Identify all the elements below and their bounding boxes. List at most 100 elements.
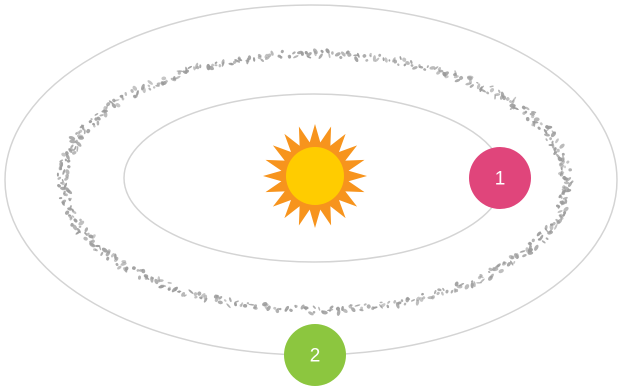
asteroid xyxy=(177,290,182,292)
asteroid xyxy=(541,240,546,244)
asteroid xyxy=(442,287,445,291)
asteroid xyxy=(489,85,494,87)
asteroid xyxy=(382,57,384,61)
asteroid xyxy=(136,268,140,272)
asteroid xyxy=(83,236,89,241)
asteroid xyxy=(531,238,535,242)
asteroid xyxy=(519,250,525,253)
asteroid xyxy=(533,244,539,252)
asteroid xyxy=(226,303,231,309)
asteroid xyxy=(441,291,445,296)
asteroid xyxy=(445,289,449,293)
asteroid xyxy=(147,79,154,85)
asteroid xyxy=(188,289,194,295)
asteroid xyxy=(194,296,198,299)
asteroid xyxy=(365,59,369,63)
asteroid xyxy=(148,87,152,91)
asteroid xyxy=(64,169,70,176)
asteroid xyxy=(57,176,62,180)
asteroid xyxy=(131,266,136,271)
asteroid xyxy=(243,304,248,308)
asteroid xyxy=(379,301,382,303)
asteroid xyxy=(522,253,527,257)
asteroid xyxy=(562,153,566,156)
asteroid xyxy=(261,301,267,307)
asteroid xyxy=(99,114,104,117)
asteroid xyxy=(90,118,93,120)
asteroid xyxy=(508,254,515,260)
asteroid xyxy=(325,48,331,55)
asteroid xyxy=(84,227,89,233)
asteroid xyxy=(214,64,217,66)
asteroid xyxy=(214,61,218,64)
sun-core xyxy=(286,147,344,205)
asteroid xyxy=(79,226,82,228)
asteroid xyxy=(437,288,442,292)
asteroid xyxy=(221,59,225,65)
asteroid xyxy=(234,302,238,307)
asteroid xyxy=(568,168,572,172)
asteroid xyxy=(450,290,453,294)
asteroid xyxy=(67,165,71,169)
asteroid xyxy=(410,64,414,67)
asteroid xyxy=(426,65,429,68)
asteroid xyxy=(339,55,343,59)
asteroid xyxy=(318,53,324,60)
asteroid xyxy=(545,138,548,141)
asteroid xyxy=(486,91,490,95)
asteroid xyxy=(359,309,364,312)
planet-1-label: 1 xyxy=(495,169,506,190)
asteroid xyxy=(513,261,516,265)
asteroid xyxy=(292,51,297,55)
asteroid xyxy=(488,271,491,273)
planet-2: 2 xyxy=(284,324,346,386)
asteroid xyxy=(176,70,183,72)
asteroid xyxy=(331,51,334,54)
asteroid xyxy=(318,306,321,310)
asteroid xyxy=(217,300,223,305)
asteroid xyxy=(96,120,99,125)
sun-icon xyxy=(263,124,367,228)
planet-2-label: 2 xyxy=(310,346,321,367)
asteroid xyxy=(124,92,127,96)
asteroid xyxy=(454,288,457,293)
asteroid xyxy=(410,60,413,64)
asteroid xyxy=(498,268,505,274)
asteroid xyxy=(73,218,78,224)
asteroid xyxy=(363,303,367,306)
asteroid xyxy=(85,128,91,134)
asteroid xyxy=(549,137,552,141)
asteroid xyxy=(354,304,360,307)
asteroid xyxy=(526,117,530,122)
asteroid xyxy=(403,302,406,305)
asteroid xyxy=(115,262,119,266)
asteroid xyxy=(434,290,437,295)
asteroid xyxy=(388,59,390,62)
asteroid xyxy=(558,143,565,150)
asteroid xyxy=(366,304,371,309)
asteroid xyxy=(415,299,419,306)
asteroid xyxy=(397,63,400,66)
asteroid xyxy=(59,197,63,200)
planet-1: 1 xyxy=(469,147,531,209)
asteroid xyxy=(88,120,92,124)
asteroid xyxy=(554,138,559,144)
asteroid xyxy=(544,133,550,137)
asteroid xyxy=(223,299,227,302)
asteroid xyxy=(167,282,172,284)
asteroid xyxy=(228,297,232,302)
asteroid xyxy=(175,75,182,80)
asteroid xyxy=(62,169,66,175)
asteroid xyxy=(387,300,391,304)
asteroid xyxy=(399,56,402,60)
asteroid xyxy=(464,283,471,290)
asteroid xyxy=(95,245,101,247)
asteroid xyxy=(287,54,292,59)
asteroid xyxy=(421,293,425,296)
asteroid xyxy=(329,305,334,310)
asteroid xyxy=(293,55,299,59)
asteroid xyxy=(476,82,479,84)
asteroid xyxy=(312,305,316,309)
asteroid xyxy=(384,57,389,63)
